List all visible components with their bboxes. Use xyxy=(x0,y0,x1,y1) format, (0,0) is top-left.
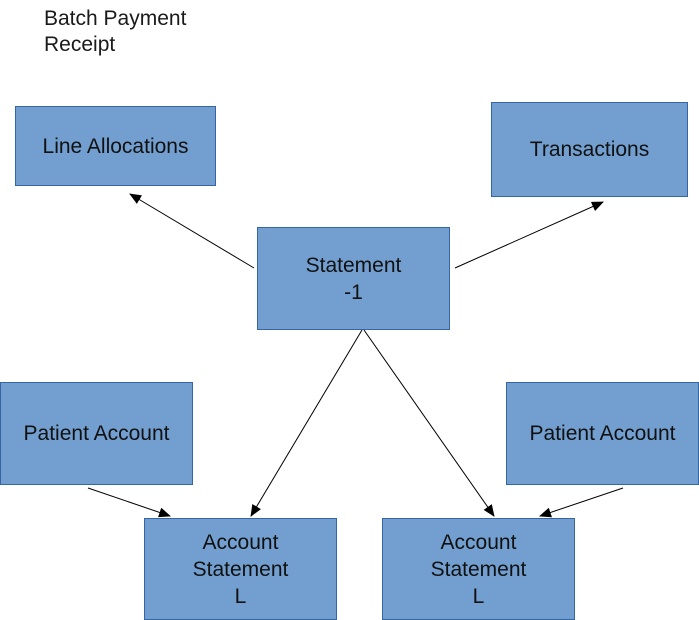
transactions-label: Transactions xyxy=(529,138,650,161)
line-allocations-label: Line Allocations xyxy=(42,134,189,158)
edge-statement-to-account-statement-left xyxy=(250,329,363,517)
diagram-title: Batch Payment Receipt xyxy=(44,7,187,56)
account-statement-right-box[interactable]: Account Statement L xyxy=(382,518,575,620)
edge-statement-to-transactions xyxy=(454,201,604,269)
edge-statement-to-account-statement-right xyxy=(363,329,495,517)
patient-account-left-box[interactable]: Patient Account xyxy=(0,382,193,485)
patient-account-right-label: Patient Account xyxy=(529,422,676,445)
account-statement-left-box[interactable]: Account Statement L xyxy=(144,518,337,620)
account-statement-left-label: Account Statement L xyxy=(192,530,289,608)
line-allocations-box[interactable]: Line Allocations xyxy=(15,106,216,186)
transactions-box[interactable]: Transactions xyxy=(491,102,688,197)
patient-account-right-box[interactable]: Patient Account xyxy=(506,382,699,485)
patient-account-left-label: Patient Account xyxy=(23,422,170,445)
statement-label: Statement -1 xyxy=(305,253,402,304)
account-statement-right-label: Account Statement L xyxy=(430,530,527,608)
edge-patient-account-right-to-account-statement-right xyxy=(539,487,624,518)
statement-box[interactable]: Statement -1 xyxy=(257,227,450,330)
edge-statement-to-line-allocations xyxy=(129,193,255,269)
edge-patient-account-left-to-account-statement-left xyxy=(87,487,171,518)
